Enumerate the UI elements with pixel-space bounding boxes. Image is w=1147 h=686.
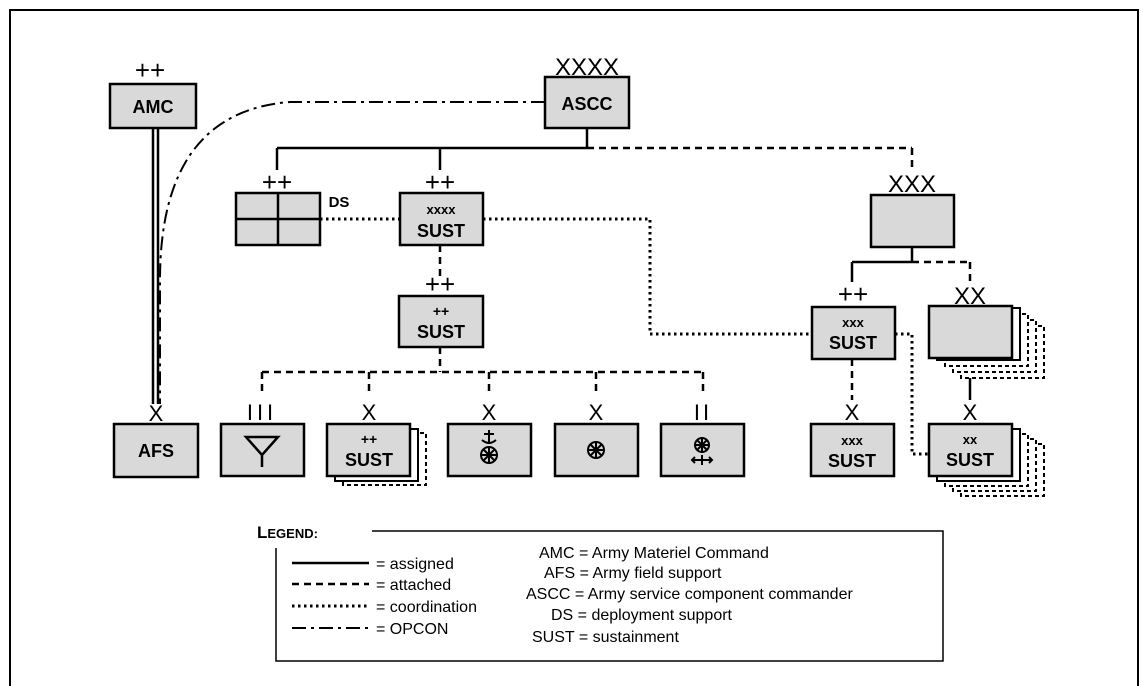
opcon-ascc-afs-line: [159, 101, 545, 404]
signal-echelon: III: [247, 400, 277, 425]
tsc-corps-sust-coordination-line: [483, 217, 812, 336]
ascc-box: [543, 75, 631, 130]
sust-bde-label: SUST: [345, 450, 393, 470]
corps-sust-bde-box: [809, 422, 896, 478]
legend-abbr-sust: SUST = sustainment: [532, 629, 679, 646]
divisions-box: [927, 304, 1014, 360]
corps-sust-box: [810, 305, 897, 361]
esc-echelon: ++: [425, 269, 455, 299]
legend-abbr-ds: DS = deployment support: [551, 607, 733, 624]
div-sust-bde-inner-echelon: xx: [963, 432, 978, 447]
amc-box: [108, 82, 198, 130]
tsc-label: SUST: [417, 221, 465, 241]
signal-box: [219, 422, 306, 478]
tsc-box: [398, 191, 485, 247]
wheel-arrows-icon: [690, 437, 714, 465]
corps-sust-bde-label: SUST: [828, 451, 876, 471]
div-sust-bde-box: [927, 422, 1014, 478]
sust-bde-inner-echelon: ++: [361, 431, 377, 447]
corps-sust-bde-unit: X xxx SUST: [809, 400, 896, 478]
legend: LEGEND: = assigned = attached = coordina…: [257, 523, 944, 662]
legend-opcon-label: = OPCON: [376, 621, 448, 638]
tsc-inner-echelon: xxxx: [427, 202, 457, 217]
corps-box: [869, 193, 956, 249]
corps-sust-unit: ++ xxx SUST: [810, 279, 897, 361]
afs-unit: X AFS: [112, 401, 200, 479]
sust-bde-box: [325, 422, 412, 478]
legend-title: LEGEND:: [257, 523, 318, 542]
corps-sust-label: SUST: [829, 333, 877, 353]
amc-unit: ++ AMC: [108, 55, 198, 130]
anchor-wheel-icon: [480, 430, 498, 464]
legend-assigned-label: = assigned: [376, 556, 454, 573]
ascc-label: ASCC: [561, 94, 612, 114]
wheel-icon: [587, 441, 605, 459]
div-sust-bde-label: SUST: [946, 450, 994, 470]
esc-box: [397, 294, 485, 349]
esc-label: SUST: [417, 322, 465, 342]
legend-abbr-afs: AFS = Army field support: [544, 565, 722, 582]
esc-inner-echelon: ++: [433, 303, 449, 319]
diagram-frame: [9, 9, 1139, 686]
corps-sust-bde-inner-echelon: xxx: [841, 433, 863, 448]
legend-abbr-amc: AMC = Army Materiel Command: [539, 545, 769, 562]
corps-sust-div-coordination-line: [895, 332, 928, 456]
amc-echelon: ++: [135, 55, 165, 85]
corps-echelon: XXX: [888, 171, 936, 198]
transport-bde-echelon: X: [482, 400, 497, 425]
ds-unit: ++ DS: [234, 167, 350, 247]
divisions-unit: XX: [927, 283, 1045, 379]
legend-abbr-ascc: ASCC = Army service component commander: [526, 586, 853, 603]
transport-bde-unit: X: [446, 400, 533, 478]
ascc-unit: XXXX ASCC: [543, 54, 631, 130]
legend-border: [275, 530, 944, 662]
corps-sust-echelon: ++: [838, 279, 868, 309]
movement-bn-unit: II: [659, 400, 746, 478]
movement-bn-echelon: II: [694, 400, 712, 425]
legend-attached-label: = attached: [376, 577, 451, 594]
afs-label: AFS: [138, 441, 174, 461]
div-sust-bde-unit: X xx SUST: [927, 400, 1045, 497]
amc-label: AMC: [133, 97, 174, 117]
div-sust-bde-echelon: X: [963, 400, 978, 425]
corps-sust-bde-echelon: X: [845, 400, 860, 425]
medical-bde-unit: X: [553, 400, 640, 478]
sust-bde-echelon: X: [362, 400, 377, 425]
afs-echelon: X: [149, 401, 164, 426]
medical-bde-echelon: X: [589, 400, 604, 425]
legend-coordination-label: = coordination: [376, 599, 477, 616]
tsc-unit: ++ xxxx SUST: [398, 167, 485, 247]
antenna-icon: [243, 435, 281, 467]
signal-unit: III: [219, 400, 306, 478]
esc-unit: ++ ++ SUST: [397, 269, 485, 349]
corps-unit: XXX: [869, 171, 956, 249]
sust-bde-unit: X ++ SUST: [325, 400, 427, 486]
afs-box: [112, 422, 200, 479]
ds-side-label: DS: [329, 194, 350, 211]
corps-sust-inner-echelon: xxx: [842, 315, 864, 330]
